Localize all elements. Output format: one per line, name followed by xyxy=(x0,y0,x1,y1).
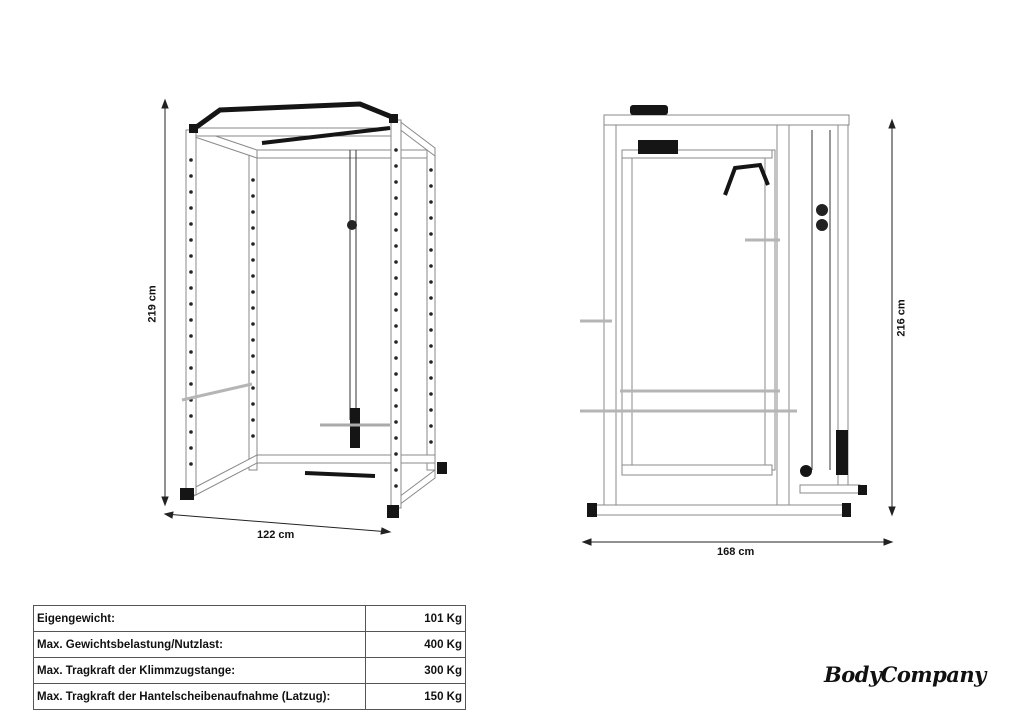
post-hole xyxy=(394,388,398,392)
spec-label: Eigengewicht: xyxy=(33,605,366,632)
table-row: Max. Tragkraft der Hantelscheibenaufnahm… xyxy=(33,683,466,710)
post-hole xyxy=(394,180,398,184)
bodycompany-logo: BodyCompany xyxy=(824,662,986,687)
side-depth-label: 168 cm xyxy=(717,546,755,558)
post-hole xyxy=(251,290,255,294)
table-row: Max. Gewichtsbelastung/Nutzlast:400 Kg xyxy=(33,631,466,658)
post-hole xyxy=(189,270,193,274)
post-hole xyxy=(429,168,433,172)
front-height-label: 219 cm xyxy=(146,285,159,323)
post-hole xyxy=(251,354,255,358)
post-hole xyxy=(189,190,193,194)
post-hole xyxy=(394,372,398,376)
post-hole xyxy=(394,276,398,280)
table-row: Eigengewicht:101 Kg xyxy=(33,605,466,632)
post-hole xyxy=(394,148,398,152)
post-hole xyxy=(394,244,398,248)
post-hole xyxy=(394,436,398,440)
pull-up-bar xyxy=(193,101,393,131)
post-hole xyxy=(189,286,193,290)
post-hole xyxy=(251,178,255,182)
spec-label: Max. Tragkraft der Hantelscheibenaufnahm… xyxy=(33,683,366,710)
post-hole xyxy=(394,164,398,168)
front-width-label: 122 cm xyxy=(257,529,295,541)
post-hole xyxy=(251,242,255,246)
post-hole xyxy=(394,452,398,456)
post-hole xyxy=(429,280,433,284)
post-hole xyxy=(394,308,398,312)
post-hole xyxy=(189,334,193,338)
post-hole xyxy=(251,258,255,262)
post-hole xyxy=(189,158,193,162)
post-hole xyxy=(189,462,193,466)
post-hole xyxy=(394,196,398,200)
spec-table: Eigengewicht:101 Kg Max. Gewichtsbelastu… xyxy=(33,605,466,710)
post-hole xyxy=(189,206,193,210)
spec-value: 300 Kg xyxy=(365,657,466,684)
post-hole xyxy=(429,424,433,428)
post-hole xyxy=(394,468,398,472)
post-hole xyxy=(394,292,398,296)
spec-value: 150 Kg xyxy=(365,683,466,710)
post-hole xyxy=(394,484,398,488)
spec-value: 400 Kg xyxy=(365,631,466,658)
post-hole xyxy=(394,324,398,328)
post-hole xyxy=(189,222,193,226)
post-hole xyxy=(429,216,433,220)
post-hole xyxy=(429,360,433,364)
post-hole xyxy=(394,340,398,344)
post-hole xyxy=(189,238,193,242)
post-hole xyxy=(189,430,193,434)
post-hole xyxy=(429,232,433,236)
post-hole xyxy=(251,226,255,230)
table-row: Max. Tragkraft der Klimmzugstange:300 Kg xyxy=(33,657,466,684)
post-hole xyxy=(251,386,255,390)
post-hole xyxy=(189,254,193,258)
post-hole xyxy=(251,370,255,374)
spec-label: Max. Gewichtsbelastung/Nutzlast: xyxy=(33,631,366,658)
post-hole xyxy=(429,184,433,188)
post-hole xyxy=(429,408,433,412)
post-hole xyxy=(189,174,193,178)
post-hole xyxy=(394,228,398,232)
post-hole xyxy=(189,350,193,354)
post-hole xyxy=(189,366,193,370)
post-hole xyxy=(251,210,255,214)
post-hole xyxy=(429,392,433,396)
post-hole xyxy=(429,200,433,204)
post-hole xyxy=(429,440,433,444)
post-hole xyxy=(189,318,193,322)
post-hole xyxy=(251,418,255,422)
post-hole xyxy=(429,248,433,252)
post-hole xyxy=(189,382,193,386)
post-hole xyxy=(394,260,398,264)
post-hole xyxy=(394,404,398,408)
post-hole xyxy=(429,312,433,316)
post-hole xyxy=(429,264,433,268)
post-hole xyxy=(251,322,255,326)
post-hole xyxy=(394,212,398,216)
post-hole xyxy=(429,328,433,332)
post-hole xyxy=(251,402,255,406)
post-hole xyxy=(251,434,255,438)
side-height-label: 216 cm xyxy=(895,299,908,337)
post-hole xyxy=(429,376,433,380)
post-hole xyxy=(251,274,255,278)
spec-value: 101 Kg xyxy=(365,605,466,632)
post-hole xyxy=(429,344,433,348)
spec-label: Max. Tragkraft der Klimmzugstange: xyxy=(33,657,366,684)
post-hole xyxy=(189,414,193,418)
post-hole xyxy=(251,194,255,198)
post-hole xyxy=(251,306,255,310)
post-hole xyxy=(251,338,255,342)
post-hole xyxy=(394,356,398,360)
post-hole xyxy=(429,296,433,300)
post-hole xyxy=(189,446,193,450)
post-hole xyxy=(394,420,398,424)
post-hole xyxy=(189,302,193,306)
